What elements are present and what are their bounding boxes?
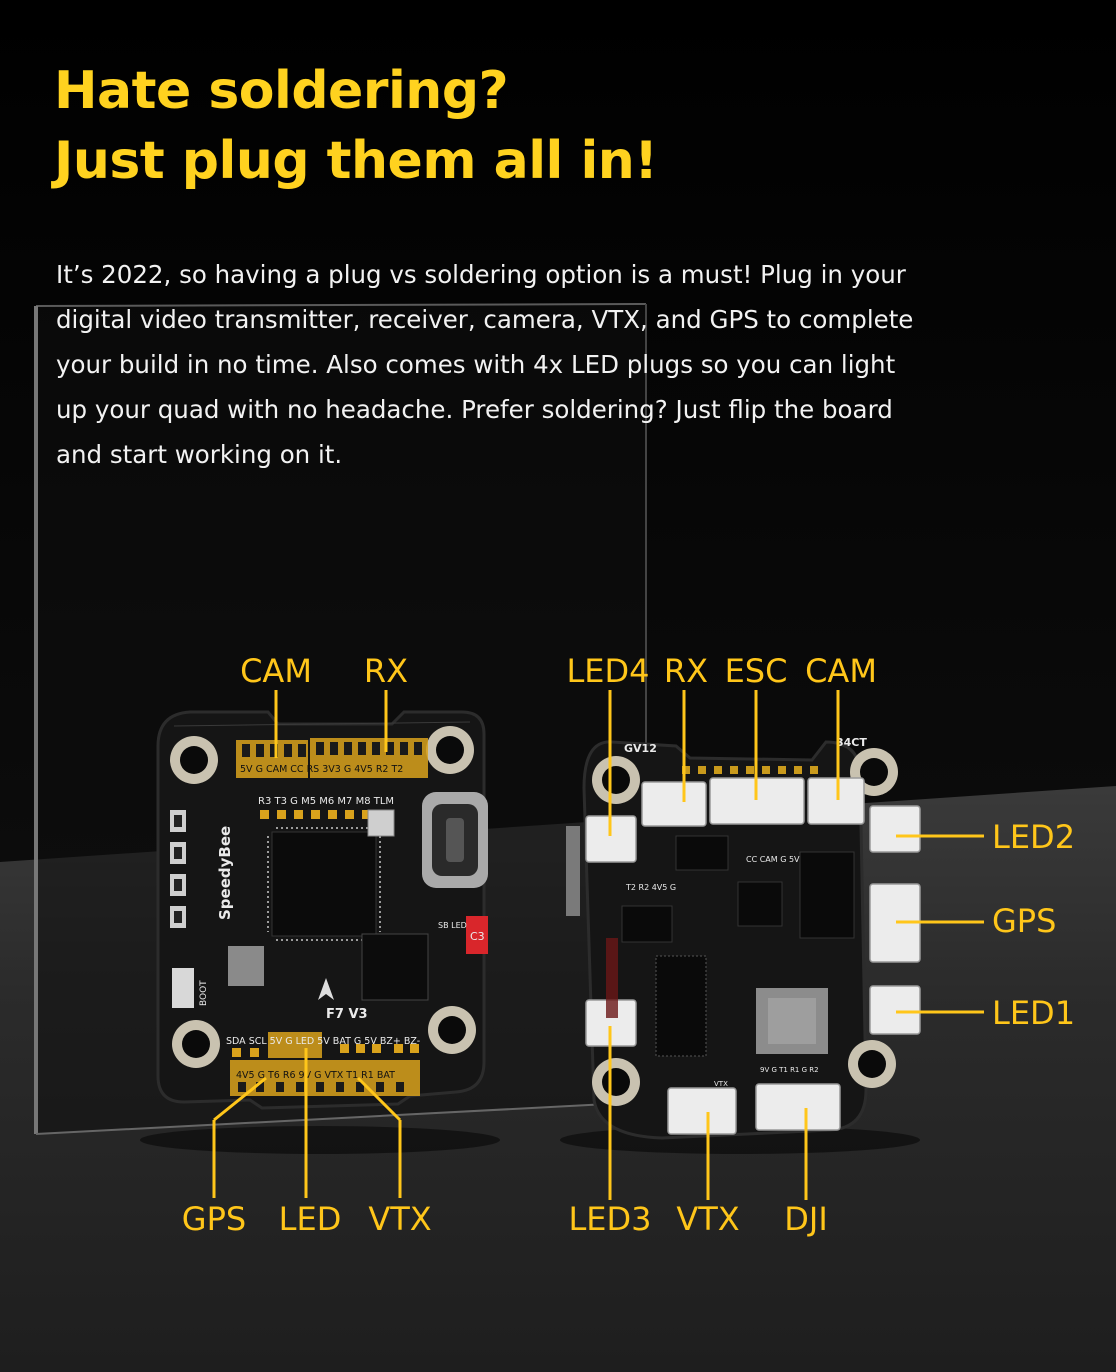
mounting-hole bbox=[428, 1006, 476, 1054]
mounting-hole bbox=[848, 1040, 896, 1088]
back-top-pads bbox=[682, 766, 818, 774]
side-leds bbox=[170, 810, 186, 928]
callout-dji: DJI bbox=[784, 1200, 828, 1238]
description-line: and start working on it. bbox=[56, 440, 343, 469]
callout-cam: CAM bbox=[240, 652, 312, 690]
pad-label: 5V G CAM CC RS 3V3 G 4V5 R2 T2 bbox=[240, 764, 403, 775]
bottom-solder-pads: SDA SCL 5V G LED 5V BAT G 5V BZ+ BZ- 4V5… bbox=[226, 1032, 420, 1096]
imu-sensor bbox=[367, 809, 395, 837]
callout-cam: CAM bbox=[805, 652, 877, 690]
mounting-hole bbox=[170, 736, 218, 784]
callout-vtx: VTX bbox=[676, 1200, 739, 1238]
mcu-chip bbox=[267, 827, 381, 941]
callout-rx: RX bbox=[664, 652, 708, 690]
front-flight-controller-board: 5V G CAM CC RS 3V3 G 4V5 R2 T2 R3 T3 G M… bbox=[140, 710, 500, 1154]
callout-led4: LED4 bbox=[566, 652, 649, 690]
t2-r2-label: T2 R2 4V5 G bbox=[625, 883, 676, 892]
callout-led1: LED1 bbox=[992, 994, 1075, 1032]
cc-cam-label: CC CAM G 5V bbox=[746, 855, 800, 864]
callout-vtx: VTX bbox=[368, 1200, 431, 1238]
vtx-connector bbox=[667, 1087, 737, 1135]
mounting-hole bbox=[172, 1020, 220, 1068]
pad-label: R3 T3 G M5 M6 M7 M8 TLM bbox=[258, 796, 394, 807]
callout-esc: ESC bbox=[725, 652, 788, 690]
description-line: It’s 2022, so having a plug vs soldering… bbox=[56, 260, 906, 289]
c3-capacitor: C3 bbox=[466, 916, 488, 954]
chip bbox=[675, 835, 729, 871]
chip bbox=[799, 851, 855, 939]
chip bbox=[655, 955, 707, 1057]
description-line: your build in no time. Also comes with 4… bbox=[56, 350, 896, 379]
headline-line-1: Hate soldering? bbox=[54, 61, 509, 121]
led1-connector bbox=[869, 985, 921, 1035]
vtx-pin-label: VTX bbox=[714, 1080, 728, 1088]
callout-gps: GPS bbox=[992, 902, 1056, 940]
boot-button: BOOT bbox=[172, 968, 209, 1008]
callout-led2: LED2 bbox=[992, 818, 1075, 856]
top-solder-pads: 5V G CAM CC RS 3V3 G 4V5 R2 T2 bbox=[236, 738, 428, 778]
gv12-label: GV12 bbox=[624, 742, 657, 755]
callout-led3: LED3 bbox=[568, 1200, 651, 1238]
boot-label: BOOT bbox=[199, 980, 209, 1006]
dji-connector bbox=[755, 1083, 841, 1131]
c3-label: C3 bbox=[470, 930, 485, 943]
callout-labels: CAM RX GPS LED VTX LED4 RX ESC CAM LED2 … bbox=[182, 652, 1075, 1238]
headline: Hate soldering? Just plug them all in! bbox=[54, 56, 658, 196]
rx-connector bbox=[641, 781, 707, 827]
back-flight-controller-board: GV12 34CT CC CAM bbox=[560, 736, 921, 1154]
callout-leaders bbox=[212, 690, 984, 1200]
callout-led: LED bbox=[279, 1200, 342, 1238]
description: It’s 2022, so having a plug vs soldering… bbox=[56, 252, 1016, 477]
regulator bbox=[228, 946, 264, 986]
headline-line-2: Just plug them all in! bbox=[54, 131, 658, 191]
ct-label: 34CT bbox=[836, 736, 867, 749]
mounting-hole bbox=[426, 726, 474, 774]
chip bbox=[621, 905, 673, 943]
description-line: up your quad with no headache. Prefer so… bbox=[56, 395, 893, 424]
led2-connector bbox=[869, 805, 921, 853]
osd-chip bbox=[361, 933, 429, 1001]
description-line: digital video transmitter, receiver, cam… bbox=[56, 305, 914, 334]
brand-logo: SpeedyBee bbox=[216, 826, 234, 920]
usb-c-port bbox=[422, 792, 488, 888]
mounting-hole bbox=[592, 1058, 640, 1106]
usb-c-side bbox=[566, 826, 580, 916]
callout-rx: RX bbox=[364, 652, 408, 690]
dji-pin-label: 9V G T1 R1 G R2 bbox=[760, 1066, 819, 1074]
pad-label: 4V5 G T6 R6 9V G VTX T1 R1 BAT bbox=[236, 1070, 395, 1081]
direction-arrow-icon bbox=[318, 978, 334, 1000]
mounting-hole bbox=[592, 756, 640, 804]
chip bbox=[737, 881, 783, 927]
model-label: F7 V3 bbox=[326, 1007, 368, 1022]
pad-label: SDA SCL 5V G LED 5V BAT G 5V BZ+ BZ- bbox=[226, 1036, 420, 1047]
sb-led-label: SB LED bbox=[438, 921, 467, 930]
cam-connector bbox=[807, 777, 865, 825]
callout-gps: GPS bbox=[182, 1200, 246, 1238]
